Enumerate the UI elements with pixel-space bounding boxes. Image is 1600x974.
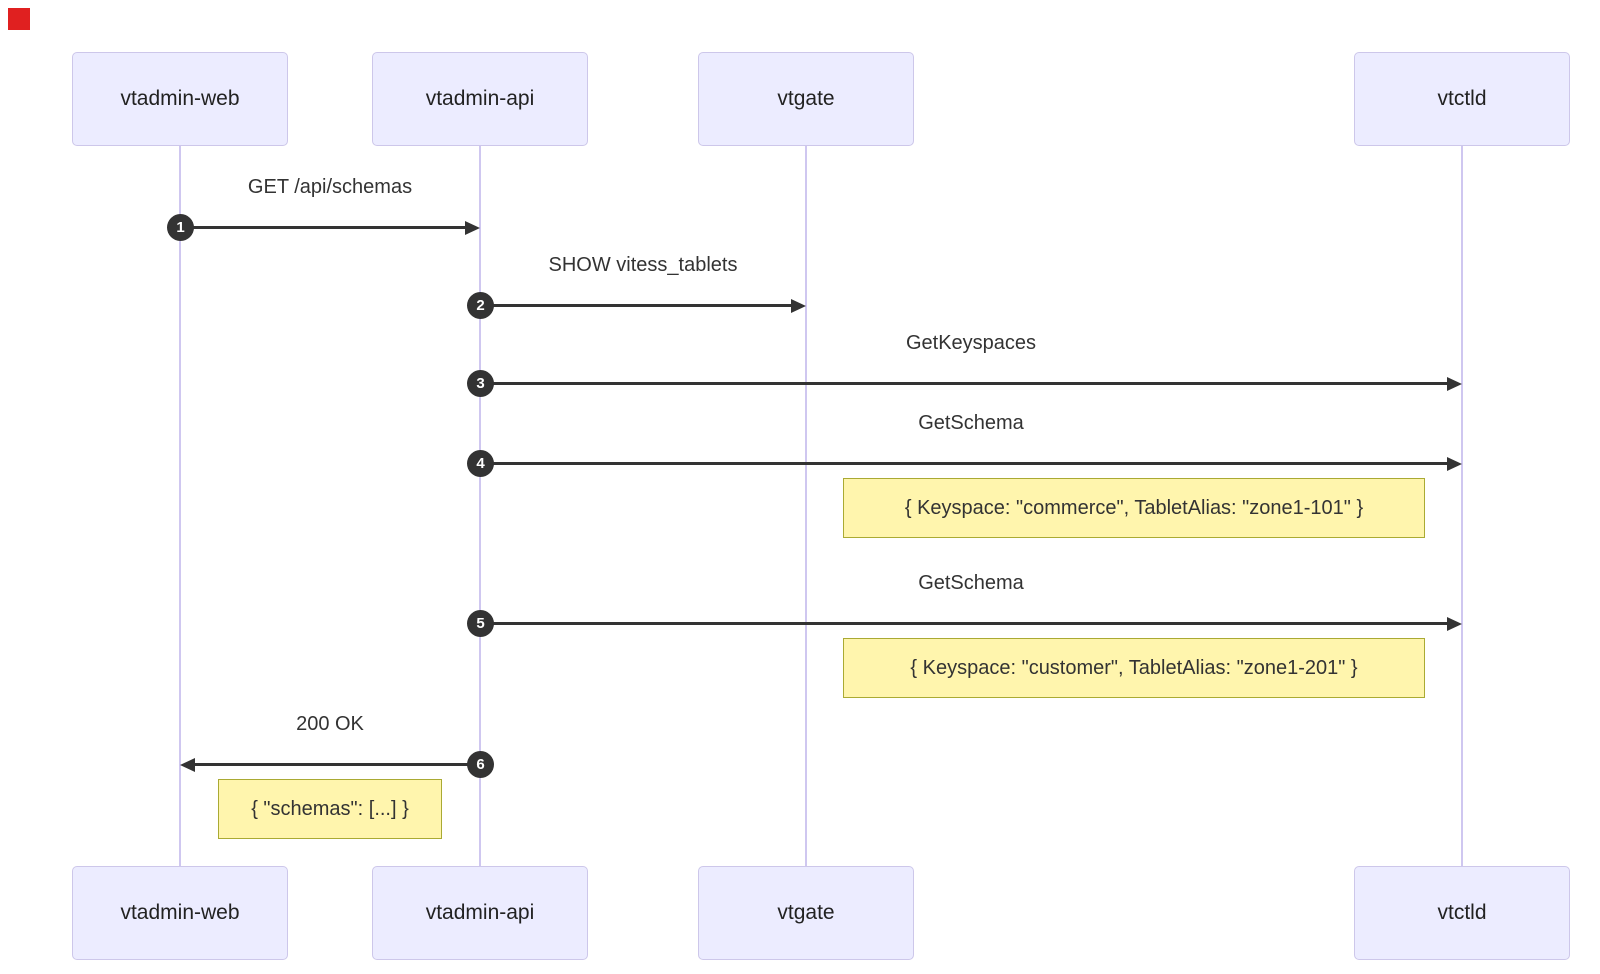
arrowhead: [180, 758, 195, 772]
actor-box-bottom-vtadmin-api: vtadmin-api: [372, 866, 588, 960]
actor-box-top-vtadmin-web: vtadmin-web: [72, 52, 288, 146]
message-line: [480, 462, 1447, 465]
message-line: [480, 622, 1447, 625]
arrowhead: [1447, 457, 1462, 471]
message-label: GetKeyspaces: [905, 332, 1037, 354]
message-line: [480, 382, 1447, 385]
message-label: SHOW vitess_tablets: [548, 254, 738, 276]
message-label: GET /api/schemas: [247, 176, 413, 198]
message-label: GetSchema: [918, 572, 1024, 594]
actor-box-top-vtctld: vtctld: [1354, 52, 1570, 146]
note: { "schemas": [...] }: [218, 779, 442, 839]
arrowhead: [791, 299, 806, 313]
actor-box-bottom-vtctld: vtctld: [1354, 866, 1570, 960]
arrowhead: [465, 221, 480, 235]
actor-box-top-vtadmin-api: vtadmin-api: [372, 52, 588, 146]
actor-box-bottom-vtgate: vtgate: [698, 866, 914, 960]
sequence-number-badge: 3: [467, 370, 494, 397]
message-line: [195, 763, 480, 766]
message-line: [180, 226, 465, 229]
sequence-number-badge: 4: [467, 450, 494, 477]
actor-box-top-vtgate: vtgate: [698, 52, 914, 146]
lifeline-vtgate: [805, 146, 807, 866]
sequence-number-badge: 5: [467, 610, 494, 637]
lifeline-vtadmin-api: [479, 146, 481, 866]
message-line: [480, 304, 791, 307]
note: { Keyspace: "customer", TabletAlias: "zo…: [843, 638, 1425, 698]
note: { Keyspace: "commerce", TabletAlias: "zo…: [843, 478, 1425, 538]
red-marker: [8, 8, 30, 30]
message-label: GetSchema: [918, 412, 1024, 434]
arrowhead: [1447, 377, 1462, 391]
lifeline-vtadmin-web: [179, 146, 181, 866]
sequence-number-badge: 2: [467, 292, 494, 319]
sequence-number-badge: 6: [467, 751, 494, 778]
message-label: 200 OK: [296, 713, 364, 735]
sequence-number-badge: 1: [167, 214, 194, 241]
arrowhead: [1447, 617, 1462, 631]
lifeline-vtctld: [1461, 146, 1463, 866]
actor-box-bottom-vtadmin-web: vtadmin-web: [72, 866, 288, 960]
